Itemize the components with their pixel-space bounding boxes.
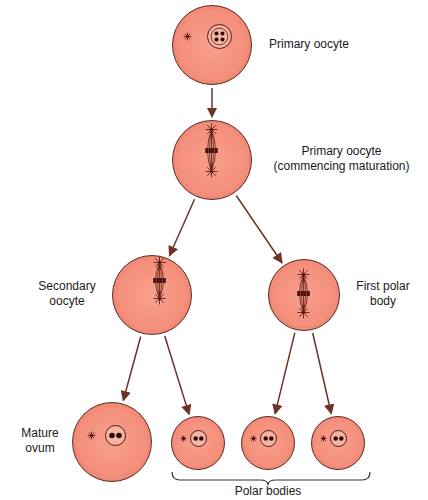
cell-circle: Secondary oocyte: [112, 255, 192, 335]
division-arrow: [211, 88, 213, 117]
cell-contents: [113, 256, 193, 336]
cell-contents: [172, 417, 226, 471]
cell-contents: [173, 121, 253, 201]
cell-contents: [173, 6, 253, 86]
cell-circle: [171, 416, 225, 470]
cell-circle: First polar body: [268, 259, 340, 331]
cell-contents: [242, 417, 296, 471]
cell-label: Primary oocyte: [269, 37, 389, 52]
group-label: Polar bodies: [235, 484, 302, 499]
division-arrow: [123, 336, 140, 400]
cell-circle: [241, 416, 295, 470]
division-arrow: [313, 333, 332, 414]
curly-bracket: [172, 472, 370, 485]
division-arrow: [165, 336, 189, 414]
cell-contents: [269, 260, 341, 332]
cell-circle: Mature ovum: [72, 402, 152, 482]
division-arrow: [236, 196, 282, 263]
cell-circle: [311, 416, 365, 470]
cell-circle: Primary oocyte: [172, 5, 252, 85]
cell-label: First polar body: [349, 279, 417, 309]
cell-circle: Primary oocyte (commencing maturation): [172, 120, 252, 200]
cell-label: Mature ovum: [15, 426, 65, 456]
division-arrow: [275, 333, 295, 414]
cell-label: Primary oocyte (commencing maturation): [269, 144, 414, 174]
division-arrow: [169, 199, 194, 255]
cell-contents: [312, 417, 366, 471]
cell-contents: [73, 403, 153, 483]
cell-label: Secondary oocyte: [31, 279, 103, 309]
